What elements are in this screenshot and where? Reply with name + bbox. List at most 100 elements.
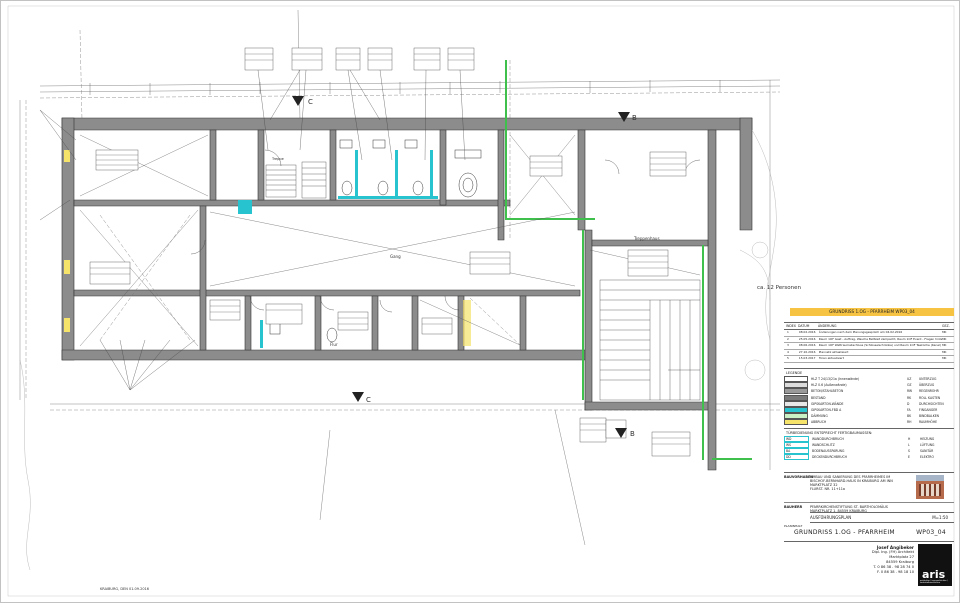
revision-drawn: MK: [942, 356, 947, 360]
project-line-3: MARKTPLATZ 32: [810, 483, 838, 487]
revision-date: 15.03.2017: [798, 356, 816, 360]
legend-title: LEGENDE: [784, 368, 954, 376]
flur-label: Flur: [330, 342, 338, 347]
top-callouts: [244, 47, 475, 161]
bottom-leaders: [39, 109, 196, 391]
main-title-row: GRUNDRISS 1.OG - PFARRHEIM WP03_04: [794, 529, 954, 536]
legend-swatch: [784, 394, 808, 401]
opening-code-2: E: [908, 454, 910, 459]
architect-logo-sub: architektur | innenarchitektur | landsch…: [920, 580, 948, 584]
plan-type-row: AUSFÜHRUNGSPLAN M=1:50: [810, 512, 954, 523]
plot-label: PLANINHALT: [784, 524, 803, 528]
rev-header-date: DATUM: [798, 324, 810, 328]
building-photo: [916, 475, 944, 499]
drawing-number: WP03_04: [916, 529, 946, 536]
legend-swatch: [784, 388, 808, 395]
openings-title: TÜRBEDIENUNG ENTSPRECHT FERTIGBAUMASSEN:: [784, 427, 954, 436]
legend-swatch: [784, 407, 808, 414]
rev-header-drawn: GEZ.: [942, 324, 950, 328]
legend-label: HLZ T 24/13/21a (Innenwände): [811, 377, 860, 382]
client-label: BAUHERR: [784, 505, 803, 509]
section-c-label-top: C: [308, 98, 313, 106]
room-diagonals: [79, 134, 701, 347]
exterior-context: [19, 129, 777, 571]
title-block: GRUNDRISS 1.OG - PFARRHEIM WP03_04 INDEX…: [784, 308, 954, 600]
legend-code-label: FINGANGER: [919, 408, 938, 413]
legend-swatch: [784, 382, 808, 389]
section-b-label-top: B: [632, 114, 637, 122]
opening-label-2: SANITÄR: [920, 448, 934, 453]
legend-label: BESTAND: [811, 395, 826, 400]
corridor-label: Gang: [390, 254, 401, 259]
legend-code-label: UNTERZUG: [919, 377, 937, 382]
legend-item: BESTAND RK ROLL KASTEN: [784, 394, 954, 401]
legend-code: RH: [907, 420, 912, 425]
legend-label: ABBRUCH: [811, 420, 827, 425]
revision-change: Änderungen nach dem Planungsgespräch am …: [818, 330, 903, 334]
title-banner: GRUNDRISS 1.OG - PFARRHEIM WP03_04: [790, 308, 954, 316]
legend-item: ABBRUCH RH RAUMHÖHE: [784, 419, 954, 426]
opening-code: DD: [784, 453, 809, 460]
section-b-label-bottom: B: [630, 430, 635, 438]
architect-fax: F. 0 86 38 . 98 18 10: [877, 570, 914, 574]
revision-index: 1: [787, 330, 789, 334]
date-note: KRAIBURG, DEN 01.09.2016: [100, 587, 149, 591]
opening-code-2: L: [908, 442, 910, 447]
room-capacity-note: ca. 12 Personen: [757, 285, 802, 291]
project-line-4: FLURST. NR. 11+11a: [810, 487, 845, 491]
opening-label: BODENAUSSPARUNG: [812, 448, 845, 453]
project-line-2: BISCHOF-BERNHARD-HAUS IN KRAIBURG AM INN: [810, 479, 893, 483]
legend-swatch: [784, 419, 808, 426]
opening-label-2: LÜFTUNG: [920, 442, 935, 447]
legend-code: BK: [907, 414, 912, 419]
stair-label: Treppenhaus: [633, 236, 660, 241]
revision-change: Raum 1OF Gast - Auftrag, Wasche Bettzeit…: [818, 336, 942, 341]
opening-label-2: HEIZUNG: [920, 436, 935, 441]
opening-label-2: ELEKTRO: [920, 454, 934, 459]
staircase: [599, 279, 701, 401]
legend-swatch: [784, 376, 808, 383]
revision-drawn: MK: [942, 349, 947, 354]
revision-drawn: MK: [942, 330, 947, 334]
small-staircase: [265, 161, 327, 199]
reference-lines: [19, 9, 781, 546]
legend-swatch: [784, 400, 808, 407]
legend-code-label: REGENROHR: [919, 389, 939, 394]
opening-code-2: H: [908, 436, 911, 441]
legend-code: RK: [907, 395, 912, 400]
legend-code-label: ROLL KASTEN: [919, 395, 941, 400]
legend-label: DÄMMUNG: [811, 414, 828, 419]
legend-label: BETON/STAHLBETON: [811, 389, 844, 394]
architect-title: Dipl. Ing. (FH) Architekt: [871, 550, 914, 554]
rev-header-change: ÄNDERUNG: [818, 324, 837, 328]
plan-type: AUSFÜHRUNGSPLAN: [810, 515, 852, 520]
revision-date: 25.05.2016: [798, 336, 816, 341]
building-walls: [61, 117, 753, 471]
architect-city: 84559 Kraiburg: [886, 560, 914, 564]
opening-code: BA: [784, 447, 809, 454]
legend-code: D: [907, 401, 910, 406]
legend-code-label: RAUMHÖHE: [919, 420, 938, 425]
opening-label: DECKENDURCHBRUCH: [812, 454, 847, 459]
opening-label: WANDDURCHBRUCH: [812, 436, 844, 441]
architect-logo: aris architektur | innenarchitektur | la…: [918, 544, 952, 586]
section-c-label-bottom: C: [366, 396, 371, 404]
revision-index: 3: [787, 343, 789, 347]
architect-logo-text: aris: [922, 568, 946, 581]
